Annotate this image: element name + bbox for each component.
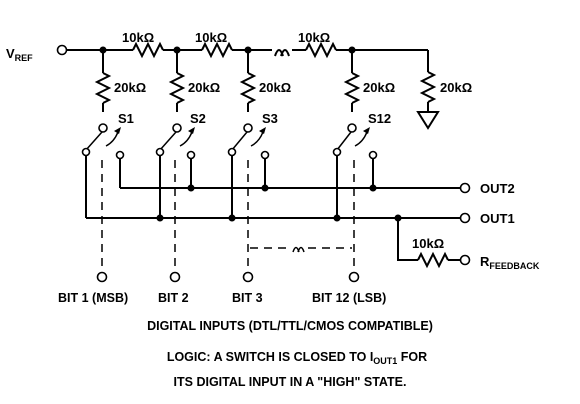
series-resistor-3 xyxy=(305,41,337,59)
terminating-resistor xyxy=(416,50,440,130)
series-resistor-3-label: 10kΩ xyxy=(298,30,330,45)
series-resistor-1 xyxy=(132,41,164,59)
out2-bus: OUT2 xyxy=(120,181,515,196)
bit-2-label: BIT 2 xyxy=(158,291,189,305)
bit-1-label: BIT 1 (MSB) xyxy=(58,291,128,305)
logic-caption-line-1: LOGIC: A SWITCH IS CLOSED TO IOUT1 FOR xyxy=(167,350,427,366)
switch-s3: S3 xyxy=(227,111,278,218)
feedback-path: 10kΩ RFEEDBACK xyxy=(397,218,540,271)
feedback-resistor xyxy=(417,251,449,269)
shunt-resistor-3-label: 20kΩ xyxy=(259,80,291,95)
out2-label: OUT2 xyxy=(480,181,515,196)
out1-bus: OUT1 xyxy=(86,211,515,226)
switch-s2-label: S2 xyxy=(190,111,206,126)
shunt-resistor-1-label: 20kΩ xyxy=(114,80,146,95)
digital-inputs-caption: DIGITAL INPUTS (DTL/TTL/CMOS COMPATIBLE) xyxy=(147,319,433,333)
terminating-resistor-label: 20kΩ xyxy=(440,80,472,95)
series-resistor-1-label: 10kΩ xyxy=(122,30,154,45)
vref-node: VREF xyxy=(6,44,68,63)
vref-terminal xyxy=(56,44,68,56)
break-mark-top xyxy=(274,49,290,57)
series-resistor-2-label: 10kΩ xyxy=(195,30,227,45)
rfeedback-terminal xyxy=(459,254,471,266)
rfeedback-label: RFEEDBACK xyxy=(480,254,540,271)
series-resistor-2 xyxy=(201,41,233,59)
switch-s1: S1 xyxy=(81,111,134,218)
shunt-resistor-2-label: 20kΩ xyxy=(188,80,220,95)
shunt-resistor-12-label: 20kΩ xyxy=(363,80,395,95)
shunt-resistor-3 xyxy=(239,72,257,104)
control-lines xyxy=(101,160,355,270)
ground-icon xyxy=(416,111,440,130)
bit-3-label: BIT 3 xyxy=(232,291,263,305)
switch-s2: S2 xyxy=(155,111,206,218)
shunt-resistor-2 xyxy=(168,72,186,104)
switch-s3-label: S3 xyxy=(262,111,278,126)
bit-12-terminal xyxy=(348,271,360,283)
shunt-resistor-12 xyxy=(343,72,361,104)
switch-s12: S12 xyxy=(332,111,391,218)
bit-2-terminal xyxy=(169,271,181,283)
shunt-resistor-1 xyxy=(94,72,112,104)
break-mark-bottom xyxy=(292,246,305,253)
shunt-resistors xyxy=(94,50,361,112)
switch-s12-label: S12 xyxy=(368,111,391,126)
bit-inputs xyxy=(96,271,360,283)
out1-label: OUT1 xyxy=(480,211,515,226)
out1-terminal xyxy=(459,212,471,224)
bit-3-terminal xyxy=(242,271,254,283)
logic-caption-line-2: ITS DIGITAL INPUT IN A "HIGH" STATE. xyxy=(174,375,407,389)
feedback-resistor-label: 10kΩ xyxy=(412,236,444,251)
switch-s1-label: S1 xyxy=(118,111,134,126)
bit-12-label: BIT 12 (LSB) xyxy=(312,291,386,305)
bit-1-terminal xyxy=(96,271,108,283)
out2-terminal xyxy=(459,182,471,194)
vref-label: VREF xyxy=(6,46,33,63)
